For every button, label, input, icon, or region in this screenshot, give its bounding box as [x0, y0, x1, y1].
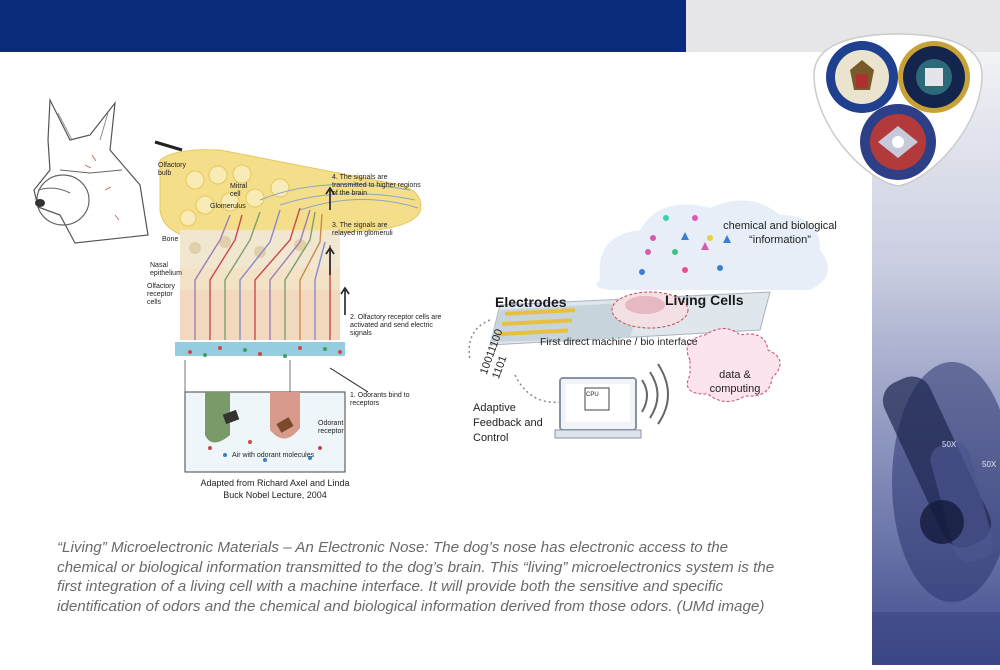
wireless-icon [641, 363, 669, 425]
step-2: 2. Olfactory receptor cells are activate… [350, 314, 442, 337]
arrow-icon [154, 140, 183, 152]
electrodes-label: Electrodes [495, 294, 567, 310]
data-computing-label: data & computing [709, 369, 761, 395]
label-receptor-cells: Olfactory receptor cells [147, 283, 176, 306]
label-nasal-epithelium: Nasal epithelium [150, 262, 182, 277]
figure-caption: “Living” Microelectronic Materials – An … [57, 539, 775, 615]
step-1: 1. Odorants bind to receptors [350, 392, 410, 407]
label-glomerulus: Glomerulus [210, 203, 246, 210]
agency-seals [812, 30, 984, 195]
label-bone: Bone [162, 236, 179, 243]
info-cloud-icon [596, 200, 828, 290]
dog-sketch-icon [30, 95, 155, 250]
bio-interface-diagram [460, 190, 840, 465]
diagram-credit: Adapted from Richard Axel and Linda Buck… [200, 478, 350, 500]
label-olfactory-bulb: Olfactory bulb [158, 162, 187, 177]
olfactory-diagram [150, 130, 430, 480]
interface-subtitle: First direct machine / bio interface [540, 336, 698, 348]
step-3: 3. The signals are relayed in glomeruli [332, 222, 393, 237]
cpu-label: CPU [586, 392, 599, 398]
label-odorant-receptor: Odorant receptor [318, 420, 344, 435]
label-air-odorant: Air with odorant molecules [232, 452, 315, 459]
data-cloud-icon [686, 328, 781, 402]
living-cells-label: Living Cells [665, 292, 744, 308]
label-mitral-cell: Mitral cell [230, 183, 248, 198]
jsto-seal-icon [860, 104, 936, 180]
dtra-seal-icon [826, 41, 898, 113]
computer-icon [554, 377, 642, 439]
microscope-icon: 50X 50X [872, 362, 1000, 665]
scope-label-b: 50X [982, 460, 997, 469]
info-cloud-label: chemical and biological “information” [723, 220, 837, 246]
scope-label-a: 50X [942, 440, 957, 449]
step-4: 4. The signals are transmitted to higher… [332, 174, 421, 197]
header-bar [0, 0, 686, 52]
adaptive-feedback-label: Adaptive Feedback and Control [473, 402, 543, 444]
teams-excellence-seal-icon [898, 41, 970, 113]
